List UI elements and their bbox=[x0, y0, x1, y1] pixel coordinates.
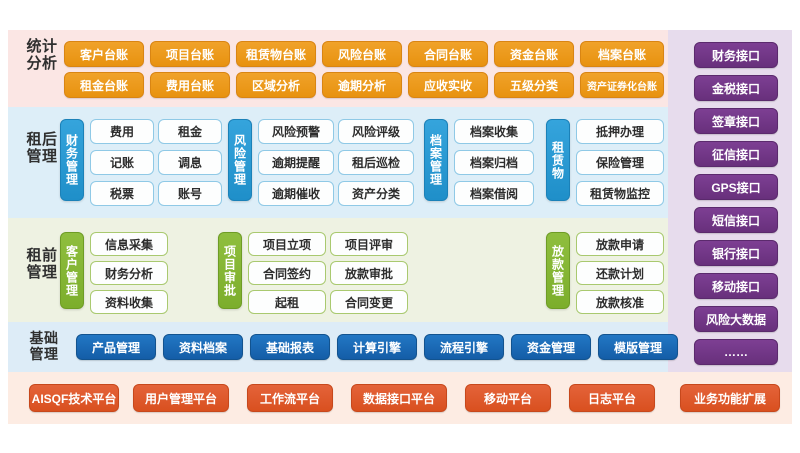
platform-pill-工作流平台[interactable]: 工作流平台 bbox=[247, 384, 333, 412]
interface-pill-风险大数据[interactable]: 风险大数据 bbox=[694, 306, 778, 332]
label-line-2: 管理 bbox=[26, 263, 58, 281]
stat-pill-租金台账[interactable]: 租金台账 bbox=[64, 72, 144, 98]
section-label-pre-lease: 租前管理 bbox=[22, 247, 62, 282]
base-pill-资金管理[interactable]: 资金管理 bbox=[511, 334, 591, 360]
item-chip-记账[interactable]: 记账 bbox=[90, 150, 154, 175]
interface-pill-……[interactable]: …… bbox=[694, 339, 778, 365]
label-line-1: 基础 bbox=[29, 330, 59, 346]
item-chip-起租[interactable]: 起租 bbox=[248, 290, 326, 314]
item-chip-逾期催收[interactable]: 逾期催收 bbox=[258, 181, 334, 206]
item-chip-资料收集[interactable]: 资料收集 bbox=[90, 290, 168, 314]
label-line-2: 管理 bbox=[26, 147, 58, 165]
platform-pill-数据接口平台[interactable]: 数据接口平台 bbox=[351, 384, 447, 412]
base-pill-基础报表[interactable]: 基础报表 bbox=[250, 334, 330, 360]
base-pill-资料档案[interactable]: 资料档案 bbox=[163, 334, 243, 360]
group-header-财务管理[interactable]: 财务管理 bbox=[60, 119, 84, 201]
interface-pill-银行接口[interactable]: 银行接口 bbox=[694, 240, 778, 266]
stat-pill-应收实收[interactable]: 应收实收 bbox=[408, 72, 488, 98]
item-chip-账号[interactable]: 账号 bbox=[158, 181, 222, 206]
platform-pill-日志平台[interactable]: 日志平台 bbox=[569, 384, 655, 412]
stat-pill-档案台账[interactable]: 档案台账 bbox=[580, 41, 664, 67]
group-header-租赁物[interactable]: 租赁物 bbox=[546, 119, 570, 201]
base-pill-计算引擎[interactable]: 计算引擎 bbox=[337, 334, 417, 360]
item-chip-租赁物监控[interactable]: 租赁物监控 bbox=[576, 181, 664, 206]
interface-pill-短信接口[interactable]: 短信接口 bbox=[694, 207, 778, 233]
item-chip-保险管理[interactable]: 保险管理 bbox=[576, 150, 664, 175]
stat-pill-租赁物台账[interactable]: 租赁物台账 bbox=[236, 41, 316, 67]
group-header-风险管理[interactable]: 风险管理 bbox=[228, 119, 252, 201]
stat-pill-区域分析[interactable]: 区域分析 bbox=[236, 72, 316, 98]
item-chip-风险预警[interactable]: 风险预警 bbox=[258, 119, 334, 144]
item-chip-还款计划[interactable]: 还款计划 bbox=[576, 261, 664, 285]
item-chip-抵押办理[interactable]: 抵押办理 bbox=[576, 119, 664, 144]
label-line-2: 管理 bbox=[29, 345, 59, 362]
section-label-statistics: 统计 分析 bbox=[22, 38, 62, 73]
section-label-base: 基础管理 bbox=[22, 330, 66, 362]
interface-pill-金税接口[interactable]: 金税接口 bbox=[694, 75, 778, 101]
group-header-项目审批[interactable]: 项目审批 bbox=[218, 232, 242, 309]
item-chip-项目评审[interactable]: 项目评审 bbox=[330, 232, 408, 256]
stat-pill-项目台账[interactable]: 项目台账 bbox=[150, 41, 230, 67]
item-chip-税票[interactable]: 税票 bbox=[90, 181, 154, 206]
interface-pill-GPS接口[interactable]: GPS接口 bbox=[694, 174, 778, 200]
section-label-post-lease: 租后管理 bbox=[22, 131, 62, 166]
stat-pill-五级分类[interactable]: 五级分类 bbox=[494, 72, 574, 98]
item-chip-档案收集[interactable]: 档案收集 bbox=[454, 119, 534, 144]
interface-pill-财务接口[interactable]: 财务接口 bbox=[694, 42, 778, 68]
stat-pill-风险台账[interactable]: 风险台账 bbox=[322, 41, 402, 67]
item-chip-资产分类[interactable]: 资产分类 bbox=[338, 181, 414, 206]
platform-pill-业务功能扩展[interactable]: 业务功能扩展 bbox=[680, 384, 780, 412]
base-pill-产品管理[interactable]: 产品管理 bbox=[76, 334, 156, 360]
item-chip-逾期提醒[interactable]: 逾期提醒 bbox=[258, 150, 334, 175]
item-chip-档案借阅[interactable]: 档案借阅 bbox=[454, 181, 534, 206]
platform-pill-用户管理平台[interactable]: 用户管理平台 bbox=[133, 384, 229, 412]
group-header-客户管理[interactable]: 客户管理 bbox=[60, 232, 84, 309]
item-chip-信息采集[interactable]: 信息采集 bbox=[90, 232, 168, 256]
item-chip-放款核准[interactable]: 放款核准 bbox=[576, 290, 664, 314]
base-pill-流程引擎[interactable]: 流程引擎 bbox=[424, 334, 504, 360]
item-chip-财务分析[interactable]: 财务分析 bbox=[90, 261, 168, 285]
stat-pill-客户台账[interactable]: 客户台账 bbox=[64, 41, 144, 67]
stat-pill-费用台账[interactable]: 费用台账 bbox=[150, 72, 230, 98]
item-chip-放款申请[interactable]: 放款申请 bbox=[576, 232, 664, 256]
label-line-1: 租后 bbox=[26, 131, 58, 148]
item-chip-调息[interactable]: 调息 bbox=[158, 150, 222, 175]
item-chip-租后巡检[interactable]: 租后巡检 bbox=[338, 150, 414, 175]
interface-pill-移动接口[interactable]: 移动接口 bbox=[694, 273, 778, 299]
label-line-1: 租前 bbox=[26, 247, 58, 264]
label-line-1: 统计 bbox=[26, 38, 58, 55]
stat-pill-合同台账[interactable]: 合同台账 bbox=[408, 41, 488, 67]
group-header-放款管理[interactable]: 放款管理 bbox=[546, 232, 570, 309]
item-chip-放款审批[interactable]: 放款审批 bbox=[330, 261, 408, 285]
item-chip-项目立项[interactable]: 项目立项 bbox=[248, 232, 326, 256]
item-chip-合同签约[interactable]: 合同签约 bbox=[248, 261, 326, 285]
item-chip-费用[interactable]: 费用 bbox=[90, 119, 154, 144]
interface-pill-征信接口[interactable]: 征信接口 bbox=[694, 141, 778, 167]
label-line-2: 分析 bbox=[26, 54, 58, 72]
item-chip-租金[interactable]: 租金 bbox=[158, 119, 222, 144]
stat-pill-逾期分析[interactable]: 逾期分析 bbox=[322, 72, 402, 98]
stat-pill-资产证券化台账[interactable]: 资产证券化台账 bbox=[580, 72, 664, 98]
group-header-档案管理[interactable]: 档案管理 bbox=[424, 119, 448, 201]
item-chip-风险评级[interactable]: 风险评级 bbox=[338, 119, 414, 144]
base-pill-模版管理[interactable]: 模版管理 bbox=[598, 334, 678, 360]
item-chip-档案归档[interactable]: 档案归档 bbox=[454, 150, 534, 175]
item-chip-合同变更[interactable]: 合同变更 bbox=[330, 290, 408, 314]
interface-pill-签章接口[interactable]: 签章接口 bbox=[694, 108, 778, 134]
platform-pill-AISQF技术平台[interactable]: AISQF技术平台 bbox=[29, 384, 119, 412]
stat-pill-资金台账[interactable]: 资金台账 bbox=[494, 41, 574, 67]
platform-pill-移动平台[interactable]: 移动平台 bbox=[465, 384, 551, 412]
